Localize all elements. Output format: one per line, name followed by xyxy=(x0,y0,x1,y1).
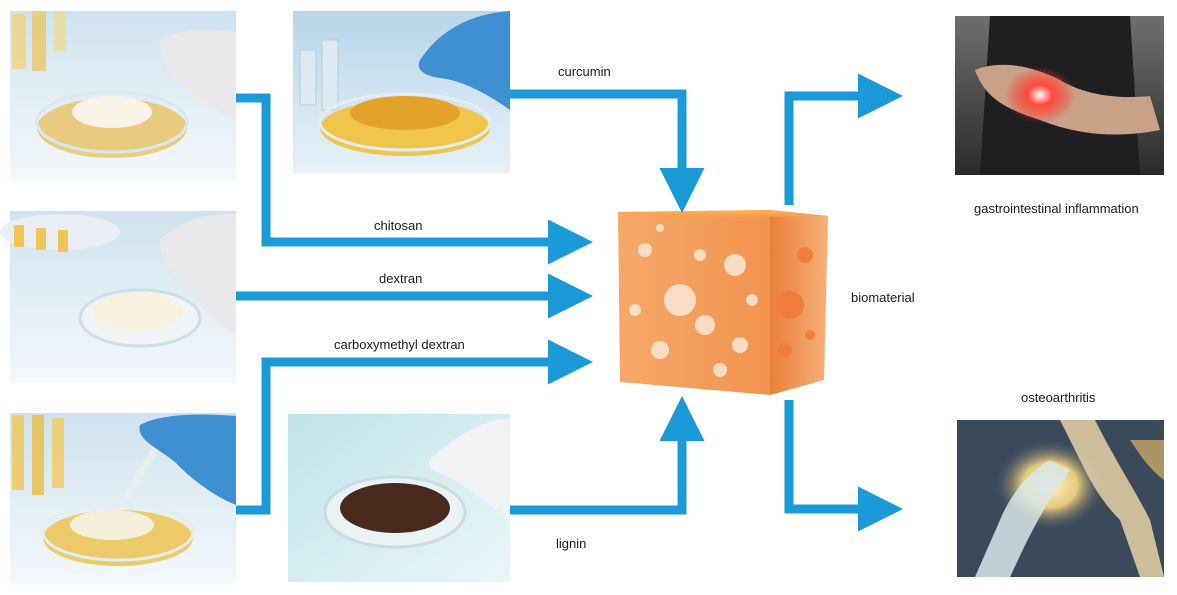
arrow-curcumin xyxy=(510,89,705,213)
lignin-powder xyxy=(340,483,450,533)
arrow-to-gastrointestinal xyxy=(784,73,903,205)
biomaterial-sponge xyxy=(618,210,828,395)
label-lignin: lignin xyxy=(556,536,586,551)
label-biomaterial: biomaterial xyxy=(851,290,915,305)
osteoarthritis-photo xyxy=(957,420,1164,577)
carboxymethyl-dextran-photo xyxy=(10,413,236,583)
arrow-chitosan xyxy=(236,93,593,265)
label-chitosan: chitosan xyxy=(374,218,422,233)
curcumin-photo xyxy=(293,11,510,173)
label-osteoarthritis: osteoarthritis xyxy=(1021,390,1096,405)
arrow-to-osteoarthritis xyxy=(784,400,903,532)
arrows xyxy=(236,73,903,532)
label-gastrointestinal-inflammation: gastrointestinal inflammation xyxy=(974,201,1139,216)
gastrointestinal-inflammation-photo xyxy=(955,16,1164,175)
arrow-carboxymethyl-dextran xyxy=(236,339,593,515)
curcumin-powder xyxy=(350,96,460,130)
label-curcumin: curcumin xyxy=(558,64,611,79)
arrow-lignin xyxy=(510,396,705,515)
label-dextran: dextran xyxy=(379,271,422,286)
chitosan-photo xyxy=(10,11,236,181)
dextran-photo xyxy=(0,211,236,383)
label-carboxymethyl-dextran: carboxymethyl dextran xyxy=(334,337,465,352)
lignin-photo xyxy=(288,414,510,582)
